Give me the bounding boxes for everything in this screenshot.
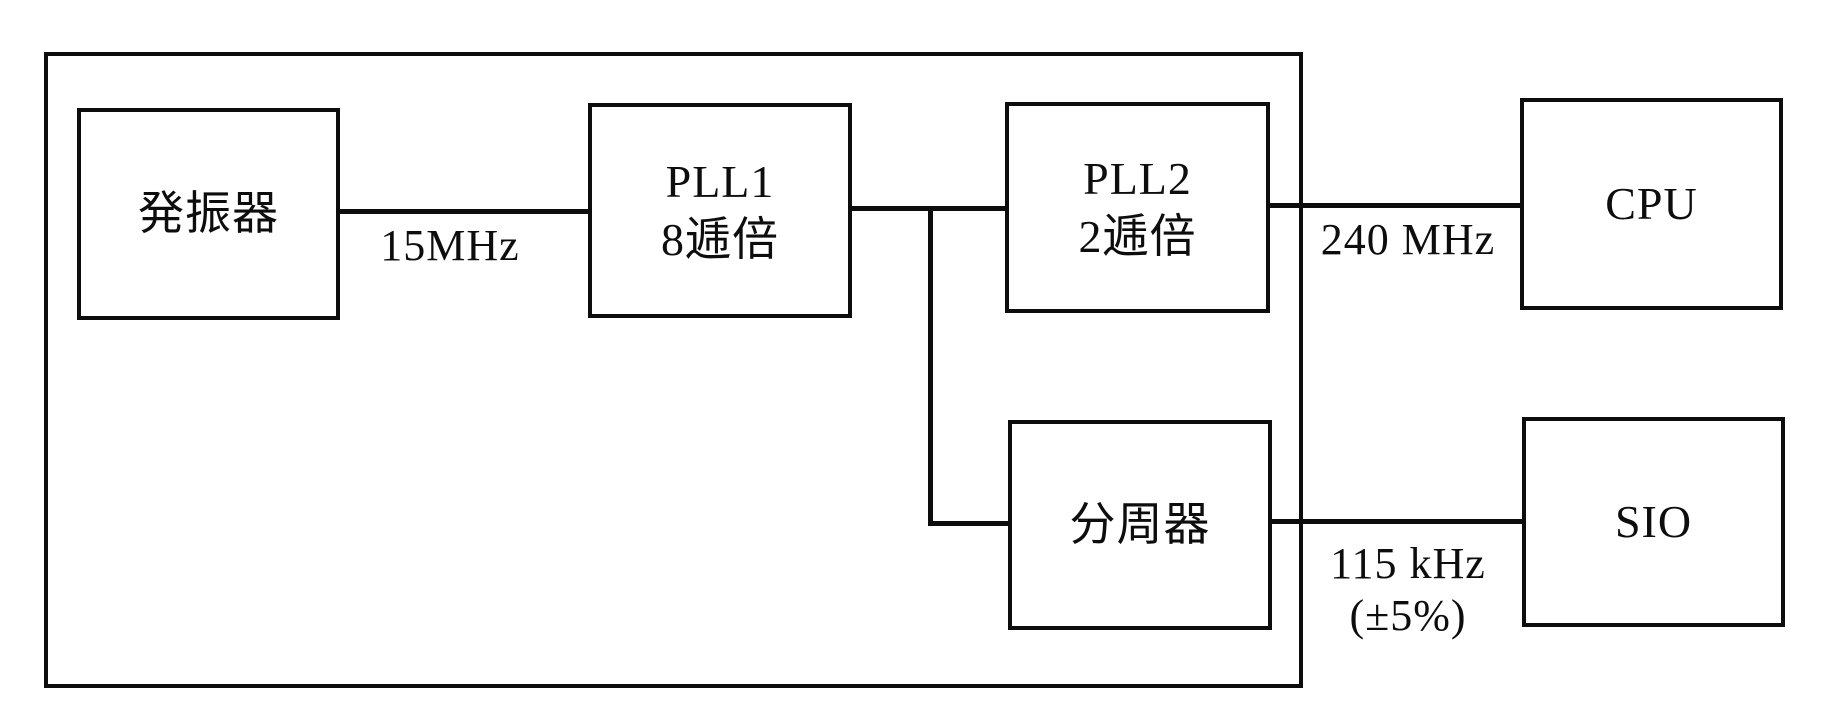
divider-block: 分周器 [1008, 420, 1272, 630]
pll1-block: PLL1 8逓倍 [588, 103, 852, 318]
pll1-label-line2: 8逓倍 [661, 213, 779, 265]
label-15mhz: 15MHz [380, 221, 520, 270]
cpu-block: CPU [1520, 98, 1783, 310]
label-240mhz: 240 MHz [1320, 215, 1496, 264]
divider-label: 分周器 [1069, 499, 1211, 551]
wire-divider-to-sio [1272, 519, 1522, 524]
wire-pll2-to-cpu [1270, 203, 1520, 208]
pll2-label-line1: PLL2 [1083, 153, 1192, 204]
cpu-label: CPU [1605, 178, 1698, 230]
label-plus-minus-5pct: (±5%) [1349, 591, 1467, 640]
pll1-label-line1: PLL1 [665, 156, 775, 207]
oscillator-label: 発振器 [138, 188, 279, 240]
wire-branch-to-divider [928, 521, 1008, 526]
pll2-label-line2: 2逓倍 [1078, 210, 1197, 262]
chip-boundary-box [44, 52, 1303, 688]
sio-label: SIO [1614, 496, 1693, 548]
sio-block: SIO [1522, 417, 1785, 627]
wire-oscillator-to-pll1 [340, 209, 588, 214]
wire-branch-vertical [928, 206, 933, 526]
pll2-block: PLL2 2逓倍 [1005, 102, 1270, 313]
label-115khz: 115 kHz [1330, 539, 1486, 588]
oscillator-block: 発振器 [77, 108, 340, 320]
